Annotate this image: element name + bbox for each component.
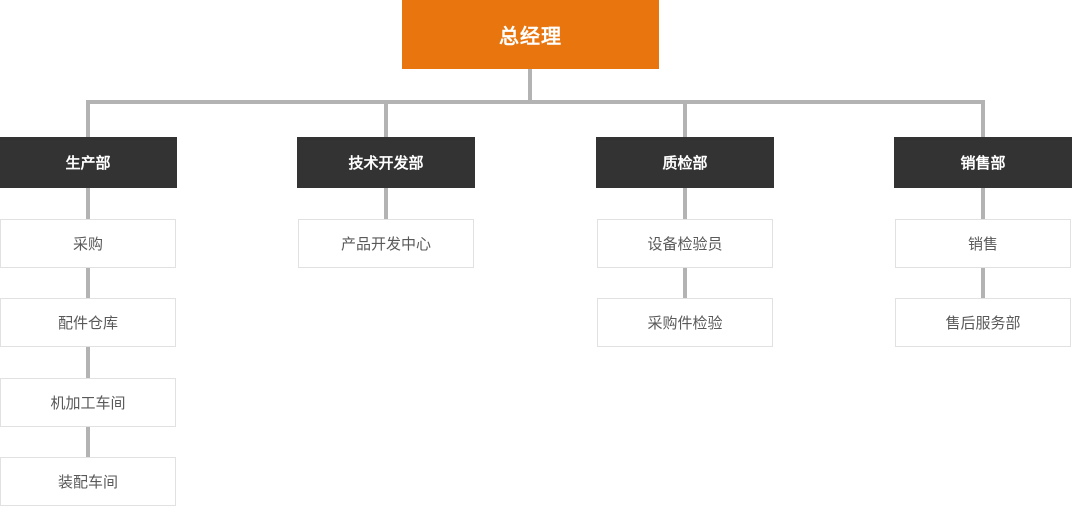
node-after-sales-service: 售后服务部 (895, 298, 1071, 347)
node-equipment-inspector: 设备检验员 (597, 219, 773, 268)
connector-quality-row1 (683, 188, 687, 219)
node-machining-workshop: 机加工车间 (0, 378, 176, 427)
connector-production-row1 (86, 188, 90, 219)
node-parts-warehouse: 配件仓库 (0, 298, 176, 347)
connector-quality-row2 (683, 268, 687, 298)
node-general-manager: 总经理 (402, 0, 659, 69)
node-dept-sales: 销售部 (894, 137, 1072, 188)
connector-sales-row1 (981, 188, 985, 219)
node-product-dev-center: 产品开发中心 (298, 219, 474, 268)
connector-production-row2 (86, 268, 90, 298)
connector-tech-row1 (384, 188, 388, 219)
node-sales-team: 销售 (895, 219, 1071, 268)
connector-root-vertical (528, 69, 532, 100)
node-assembly-workshop: 装配车间 (0, 457, 176, 506)
node-purchased-parts-inspection: 采购件检验 (597, 298, 773, 347)
node-dept-production: 生产部 (0, 137, 177, 188)
connector-production-row4 (86, 427, 90, 457)
connector-drop-tech-development (384, 100, 388, 137)
connector-production-row3 (86, 347, 90, 378)
connector-drop-sales (981, 100, 985, 137)
connector-sales-row2 (981, 268, 985, 298)
node-procurement: 采购 (0, 219, 176, 268)
node-dept-tech-development: 技术开发部 (297, 137, 475, 188)
node-dept-quality-inspection: 质检部 (596, 137, 774, 188)
connector-drop-production (86, 100, 90, 137)
connector-drop-quality-inspection (683, 100, 687, 137)
connector-main-horizontal (86, 100, 985, 104)
